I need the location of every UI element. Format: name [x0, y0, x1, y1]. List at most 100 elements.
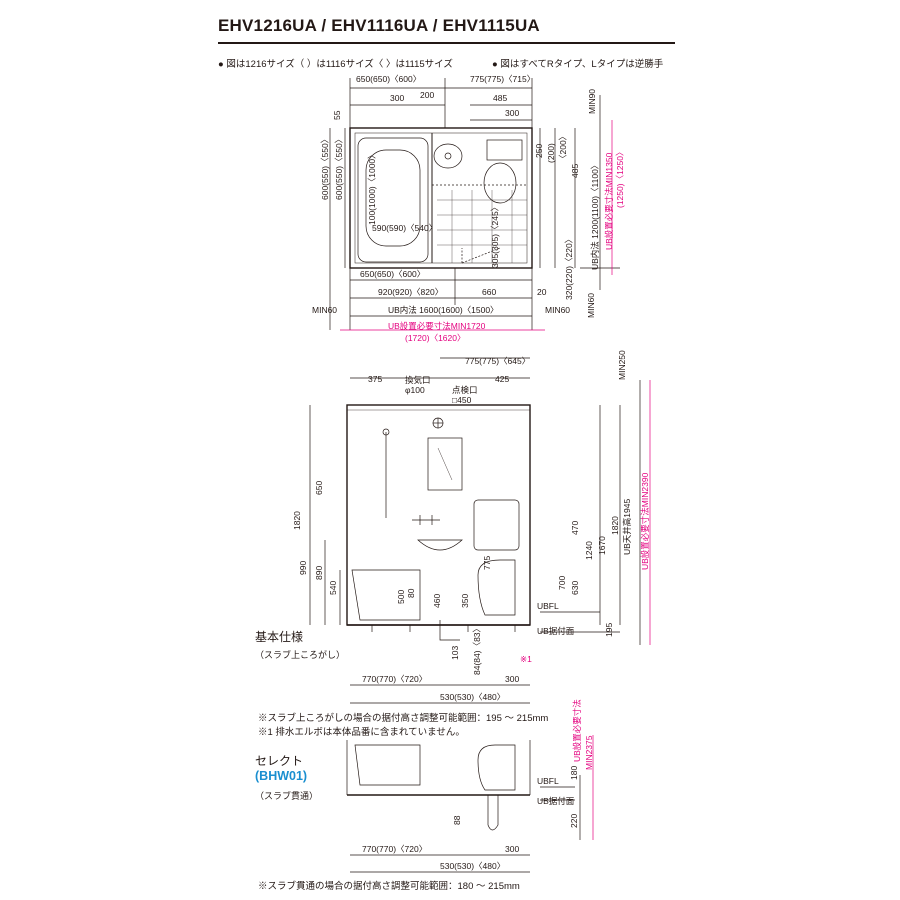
select-dim-bottom-1: 770(770)〈720〉: [362, 844, 427, 854]
plan-toilet-tank: [486, 139, 523, 161]
plan-pink-right-2: (1250)〈1250〉: [615, 148, 625, 208]
note-install-range: ※スラブ上ころがしの場合の据付高さ調整可能範囲：195 〜 215mm: [258, 713, 549, 724]
select-label-ubfl: UBFL: [537, 776, 559, 786]
note-drain-elbow: ※1 排水エルボは本体品番に含まれていません。: [258, 727, 465, 738]
elev-dim-left-6: 500: [396, 590, 406, 604]
elev-mirror: [427, 437, 463, 491]
elev-dim-right-8: 630: [570, 581, 580, 595]
plan-dim-right-2: (200): [546, 143, 556, 163]
plan-dim-right-4: 485: [570, 164, 580, 178]
elev-dim-right-1: 775: [482, 556, 492, 570]
plan-dim-bottom-1: 650(650)〈600〉: [360, 269, 425, 279]
elev-dim-bottom-2: 300: [505, 674, 519, 684]
plan-bathtub: [357, 137, 429, 263]
elev-dim-top-1: 775(775)〈645〉: [465, 356, 530, 366]
elev-label-note-mark: ※1: [520, 654, 532, 664]
elev-dim-right-3: 1240: [584, 541, 594, 560]
elev-dim-left-1: 650: [314, 481, 324, 495]
elev-label-ubfl: UBFL: [537, 601, 559, 611]
elev-washbasin: [417, 539, 463, 551]
elev-dim-left-8: 460: [432, 594, 442, 608]
select-bathtub: [354, 744, 421, 786]
elev-dim-left-10: 103: [450, 646, 460, 660]
elev-label-vent: 換気口: [405, 375, 431, 385]
elev-dim-top-8: MIN250: [617, 350, 627, 380]
select-label-base: UB据付面: [537, 796, 575, 806]
note-type: ● 図はすべてRタイプ、Lタイプは逆勝手: [492, 59, 664, 70]
elev-feet: [371, 625, 516, 632]
plan-dim-bottom-7: MIN60: [545, 305, 570, 315]
elev-label-hatch-size: □450: [452, 395, 472, 405]
plan-toilet-bowl: [483, 162, 517, 204]
plan-pink-bottom-2: (1720)〈1620〉: [405, 333, 465, 343]
plan-dim-bottom-6: UB内法 1600(1600)〈1500〉: [388, 305, 499, 315]
elev-pink-right-1: UB設置必要寸法MIN2390: [640, 472, 650, 570]
spec-subtitle: （スラブ上ころがし）: [255, 650, 346, 660]
select-dim-bottom-2: 300: [505, 844, 519, 854]
plan-dim-left-5: 590(590)〈540〉: [372, 223, 437, 233]
select-pink-1: UB設置必要寸法: [572, 699, 582, 762]
plan-dim-top-6: 300: [505, 108, 519, 118]
elev-toilet-bowl: [477, 559, 516, 616]
select-title: セレクト: [255, 754, 304, 768]
spec-title: 基本仕様: [255, 630, 304, 644]
plan-dim-top-2: 775(775)〈715〉: [470, 74, 535, 84]
plan-dim-bottom-3: 660: [482, 287, 496, 297]
plan-dim-top-1: 650(650)〈600〉: [356, 74, 421, 84]
plan-dim-right-7: MIN60: [586, 293, 596, 318]
elev-dim-left-3: 990: [298, 561, 308, 575]
select-toilet: [477, 744, 516, 791]
plan-dim-top-3: 300: [390, 93, 404, 103]
elev-dim-bottom-3: 530(530)〈480〉: [440, 692, 505, 702]
title-rule: [218, 42, 675, 44]
elev-dim-right-4: 1670: [597, 536, 607, 555]
plan-dim-left-4: 100(1000)〈1000〉: [367, 150, 377, 225]
elev-dim-left-9: 350: [460, 594, 470, 608]
elev-dim-left-11: 84(84)〈83〉: [472, 624, 482, 675]
elev-dim-left-5: 540: [328, 581, 338, 595]
elev-dim-right-7: 700: [557, 576, 567, 590]
plan-pink-bottom-1: UB設置必要寸法MIN1720: [388, 321, 486, 331]
elev-dim-left-2: 1820: [292, 511, 302, 530]
plan-pink-right-1: UB設置必要寸法MIN1350: [604, 152, 614, 250]
select-dim-bottom-3: 530(530)〈480〉: [440, 861, 505, 871]
elev-dim-right-6: UB天井高1945: [622, 499, 632, 555]
elev-dim-left-4: 890: [314, 566, 324, 580]
plan-dim-bottom-5: MIN60: [312, 305, 337, 315]
elev-toilet-tank: [473, 499, 520, 551]
plan-dim-left-1: 55: [332, 110, 342, 120]
plan-dim-right-3: 〈200〉: [558, 132, 568, 163]
plan-dim-right-1: 250: [534, 144, 544, 158]
plan-dim-left-2: 600(550)〈550〉: [320, 135, 330, 200]
elev-label-vent-size: φ100: [405, 385, 425, 395]
plan-outline: [349, 127, 533, 269]
elev-shower-head: [382, 428, 390, 436]
elev-dim-right-9: 195: [604, 623, 614, 637]
plan-dim-top-7: MIN90: [587, 89, 597, 114]
elev-drain: [439, 620, 460, 641]
plan-dim-right-8: 305(305)〈245〉: [490, 203, 500, 268]
plan-dim-right-6: 320(220)〈220〉: [564, 235, 574, 300]
select-dim-220: 220: [569, 814, 579, 828]
select-subtitle: （スラブ貫通）: [255, 791, 319, 801]
elev-bathtub: [351, 569, 421, 621]
select-drain: [487, 795, 499, 831]
plan-dim-right-5: UB内法 1200(1100)〈1100〉: [590, 161, 600, 270]
elev-dim-top-2: 375: [368, 374, 382, 384]
plan-dim-left-3: 600(550)〈550〉: [334, 135, 344, 200]
plan-dim-bottom-2: 920(920)〈820〉: [378, 287, 443, 297]
elev-dim-left-7: 80: [406, 588, 416, 598]
note-size: ● 図は1216サイズ（ ）は1116サイズ〈 〉は1115サイズ: [218, 59, 453, 70]
plan-dim-bottom-4: 20: [537, 287, 547, 297]
select-code: (BHW01): [255, 769, 308, 783]
elev-dim-right-2: 470: [570, 521, 580, 535]
elev-dim-bottom-1: 770(770)〈720〉: [362, 674, 427, 684]
elev-label-hatch: 点検口: [452, 385, 478, 395]
elev-dim-top-7: 425: [495, 374, 509, 384]
elev-dim-right-5: 1820: [610, 516, 620, 535]
select-pink-2: MIN2375: [584, 735, 594, 770]
select-dim-88: 88: [452, 815, 462, 825]
note-select-range: ※スラブ貫通の場合の据付高さ調整可能範囲：180 〜 215mm: [258, 881, 520, 892]
plan-tub-inner: [365, 149, 421, 247]
plan-washbasin: [433, 143, 463, 169]
